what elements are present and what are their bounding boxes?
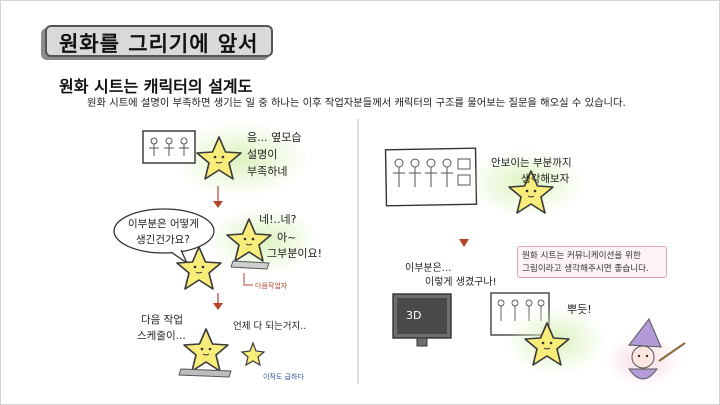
- monitor-3d: 3D: [392, 293, 452, 347]
- question-bubble: [113, 208, 215, 265]
- svg-text:이부분은 어떻게: 이부분은 어떻게: [128, 217, 199, 230]
- next-worker-tag: 다음작업자: [243, 273, 288, 290]
- question-bubble-text: 이부분은 어떻게 생긴건가요?: [128, 217, 199, 246]
- note-line-2: 그림이라고 생각해주시면 좋습니다.: [522, 264, 649, 274]
- small-star-group: [240, 341, 266, 367]
- section-heading: 원화 시트는 캐릭터의 설계도: [59, 77, 253, 96]
- speech-text: 이부분은... 이렇게 생겼구나!: [405, 262, 497, 288]
- svg-text:언제 다 되는거지..: 언제 다 되는거지..: [233, 320, 306, 332]
- bottom-right-text: 언제 다 되는거지..: [233, 320, 306, 332]
- reply-text: 네!..네? 아~ 그부분이요!: [259, 213, 322, 260]
- svg-text:아~: 아~: [277, 231, 296, 244]
- svg-text:스케줄이...: 스케줄이...: [137, 330, 186, 342]
- note-line-1: 원화 시트는 커뮤니케이션을 위한: [522, 251, 641, 261]
- star-character-tired: [183, 328, 229, 372]
- bottom-note: 이작도 급하다: [263, 372, 304, 381]
- flow-arrow-right: [459, 239, 469, 247]
- reference-sheet-small: [142, 130, 196, 164]
- exclaim-text: 뿌듯!: [567, 303, 592, 316]
- flow-arrow-2: [213, 293, 223, 310]
- title-tab: [45, 25, 273, 57]
- desk-bottom: [178, 368, 232, 378]
- right-panel: 안보이는 부분까지 생각해보자 이부분은... 이렇게 생겼구나! 3D: [384, 147, 686, 387]
- svg-text:생각해보자: 생각해보자: [521, 172, 570, 185]
- svg-text:이부분은...: 이부분은...: [405, 262, 451, 274]
- mascot-witch: [605, 318, 686, 387]
- svg-text:안보이는 부분까지: 안보이는 부분까지: [491, 157, 572, 169]
- svg-text:네!..네?: 네!..네?: [259, 213, 297, 226]
- svg-text:이렇게 생겼구나!: 이렇게 생겼구나!: [425, 275, 497, 288]
- svg-text:설명이: 설명이: [247, 148, 277, 161]
- desk-tablet: [230, 260, 270, 270]
- slide-title: 원화를 그리기에 앞서: [59, 32, 259, 56]
- svg-text:3D: 3D: [406, 309, 421, 322]
- svg-text:다음 작업: 다음 작업: [141, 313, 183, 326]
- description-text: 원화 시트에 설명이 부족하면 생기는 일 중 하나는 이후 작업자분들께서 캐…: [87, 97, 626, 109]
- flow-arrow-1: [213, 186, 223, 208]
- svg-text:음... 옆모습: 음... 옆모습: [247, 131, 301, 144]
- reference-sheet-large: [384, 147, 478, 207]
- left-panel: 음... 옆모습 설명이 부족하네 이부분은 어떻게 생긴건가요?: [113, 121, 322, 381]
- svg-text:다음작업자: 다음작업자: [255, 281, 288, 290]
- bubble-top-left-text: 음... 옆모습 설명이 부족하네: [247, 131, 301, 178]
- svg-text:그부분이요!: 그부분이요!: [267, 247, 322, 260]
- svg-text:생긴건가요?: 생긴건가요?: [136, 234, 190, 246]
- bubble-top-right-text: 안보이는 부분까지 생각해보자: [491, 157, 572, 185]
- note-box: 원화 시트는 커뮤니케이션을 위한 그림이라고 생각해주시면 좋습니다.: [517, 246, 667, 278]
- bottom-left-text: 다음 작업 스케줄이...: [137, 313, 186, 342]
- svg-text:부족하네: 부족하네: [247, 164, 287, 178]
